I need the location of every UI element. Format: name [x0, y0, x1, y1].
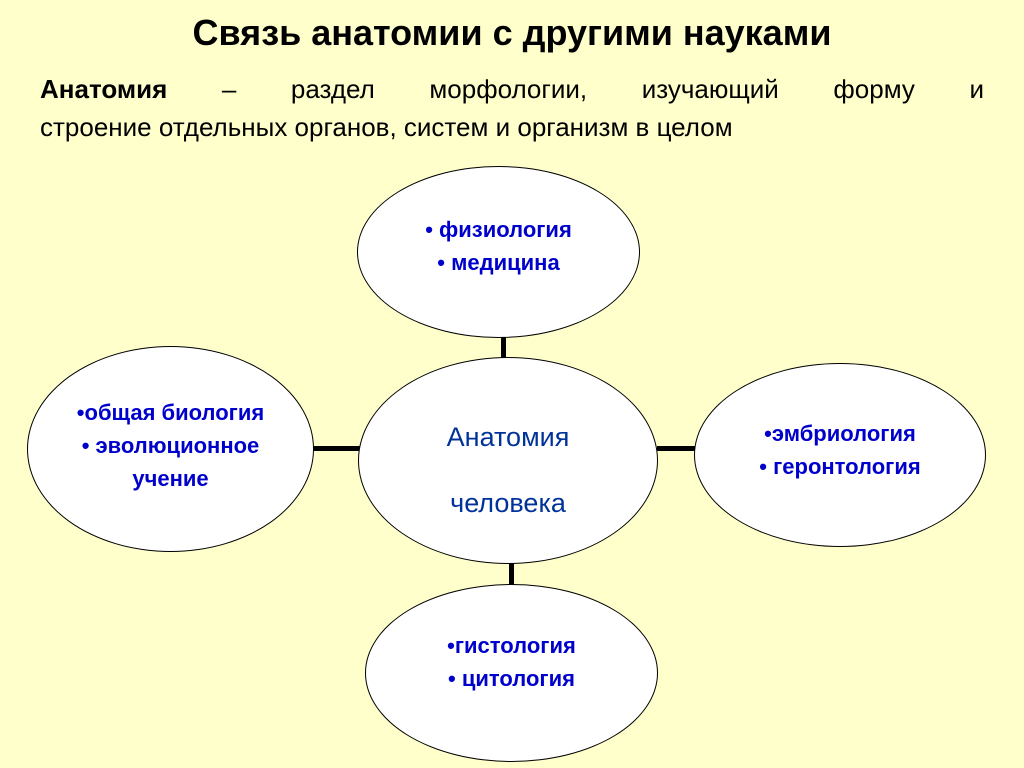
connector-left [312, 446, 360, 451]
node-bottom-item: •гистология [447, 633, 576, 658]
connector-right [657, 446, 697, 451]
definition-line-1: Анатомия – раздел морфологии, изучающий … [40, 70, 984, 108]
node-right-item: •эмбриология [764, 421, 916, 446]
node-left-item: • эволюционное [81, 433, 260, 458]
node-top-item: • медицина [437, 250, 560, 275]
node-top-ellipse [357, 166, 640, 338]
node-right-ellipse [694, 363, 986, 547]
node-left-item: учение [132, 466, 209, 491]
node-center-line-2: человека [450, 488, 566, 518]
node-top-item: • физиология [425, 217, 572, 242]
node-left-item: •общая биология [76, 400, 265, 425]
definition-line-2: строение отдельных органов, систем и орг… [40, 112, 733, 142]
connector-bottom [509, 562, 514, 588]
node-top-text: • физиология • медицина [357, 213, 640, 279]
node-bottom-ellipse [365, 584, 658, 762]
definition-line-1-rest: – раздел морфологии, изучающий форму и [221, 74, 984, 104]
node-bottom-item: • цитология [448, 666, 575, 691]
node-right-text: •эмбриология • геронтология [694, 417, 986, 483]
node-center-ellipse [358, 357, 658, 564]
definition-term: Анатомия [40, 74, 168, 104]
node-right-item: • геронтология [759, 454, 921, 479]
slide-title: Связь анатомии с другими науками [192, 12, 832, 53]
node-center-line-1: Анатомия [446, 422, 570, 452]
node-left-ellipse [27, 346, 314, 552]
connector-top [501, 333, 506, 359]
node-left-text: •общая биология • эволюционное учение [27, 396, 314, 495]
node-bottom-text: •гистология • цитология [365, 629, 658, 695]
definition-text: Анатомия – раздел морфологии, изучающий … [40, 70, 984, 146]
